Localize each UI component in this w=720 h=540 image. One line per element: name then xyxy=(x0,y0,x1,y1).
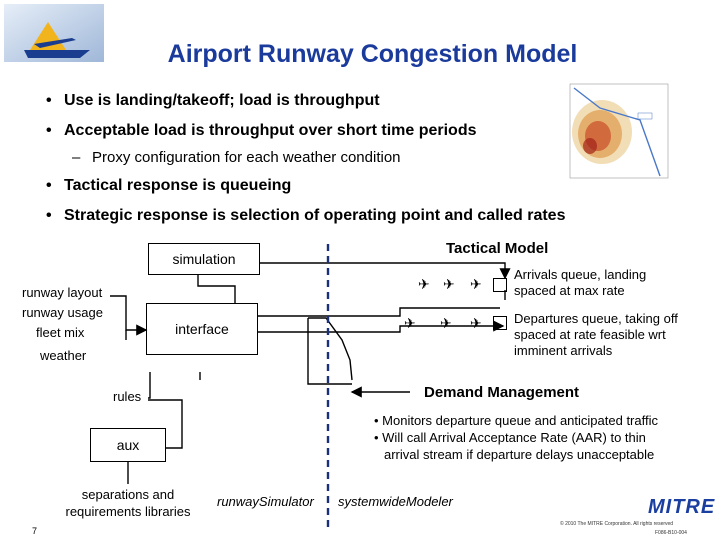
input-runway-layout: runway layout xyxy=(22,285,103,300)
copyright-text: © 2010 The MITRE Corporation. All rights… xyxy=(560,521,674,527)
bullet-2: •Acceptable load is throughput over shor… xyxy=(46,122,477,139)
tactical-model-heading: Tactical Model xyxy=(446,240,549,257)
bullet-glyph: • xyxy=(46,207,52,224)
input-runway-usage: runway usage xyxy=(22,305,103,320)
arrivals-note: Arrivals queue, landing spaced at max ra… xyxy=(514,267,647,298)
airport-logo-icon xyxy=(4,4,104,62)
arrival-plane-icon: ✈ xyxy=(443,276,455,292)
bullet-3: •Tactical response is queueing xyxy=(46,177,292,194)
input-fleet-mix: fleet mix xyxy=(36,325,85,340)
departures-note: Departures queue, taking off spaced at r… xyxy=(514,311,678,358)
page-title: Airport Runway Congestion Model xyxy=(167,40,578,68)
simulation-box: simulation xyxy=(148,243,260,275)
arrival-plane-icon: ✈ xyxy=(418,276,430,292)
bullet-glyph: • xyxy=(46,92,52,109)
departure-plane-icon: ✈ xyxy=(404,315,416,331)
departure-queue-box xyxy=(493,316,507,330)
departure-plane-icon: ✈ xyxy=(470,315,482,331)
scatter-cloud xyxy=(572,100,632,164)
bullet-4: •Strategic response is selection of oper… xyxy=(46,207,566,224)
demand-management-note-3: arrival stream if departure delays unacc… xyxy=(384,447,655,462)
bullet-glyph: • xyxy=(46,177,52,194)
systemwide-modeler-label: systemwideModeler xyxy=(338,494,453,509)
interface-box: interface xyxy=(146,303,258,355)
document-id: F086-B10-004 xyxy=(655,530,687,536)
bullet-1: •Use is landing/takeoff; load is through… xyxy=(46,92,380,109)
mitre-logo: MITRE xyxy=(648,496,716,518)
libraries-label: separations and requirements libraries xyxy=(65,487,191,519)
demand-management-note-2: • Will call Arrival Acceptance Rate (AAR… xyxy=(374,430,646,445)
demand-management-note-1: • Monitors departure queue and anticipat… xyxy=(374,413,658,428)
runway-simulator-label: runwaySimulator xyxy=(217,494,314,509)
bullet-glyph: • xyxy=(46,122,52,139)
page-number: 7 xyxy=(32,526,38,536)
runway-capacity-scatter-thumbnail xyxy=(569,83,669,179)
demand-management-heading: Demand Management xyxy=(424,384,580,401)
arrival-queue-box xyxy=(493,278,507,292)
dash-glyph: – xyxy=(72,149,81,166)
arrival-plane-icon: ✈ xyxy=(470,276,482,292)
input-weather: weather xyxy=(40,348,87,363)
sub-bullet: –Proxy configuration for each weather co… xyxy=(72,149,401,166)
aux-box: aux xyxy=(90,428,166,462)
departure-plane-icon: ✈ xyxy=(440,315,452,331)
rules-label: rules xyxy=(113,389,142,404)
capacity-envelope-line xyxy=(573,87,661,177)
